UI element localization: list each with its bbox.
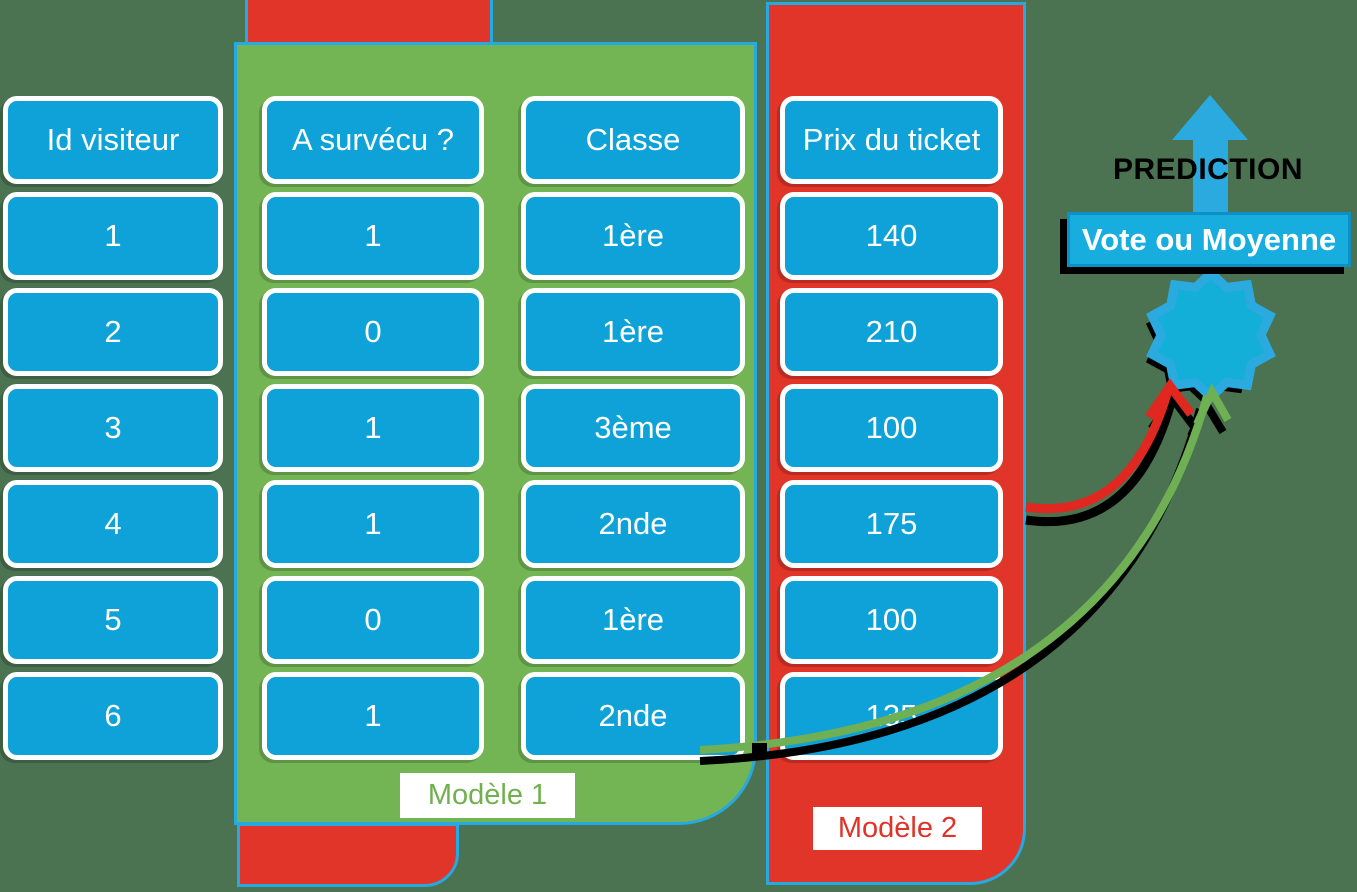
table-cell: 175 (780, 480, 1003, 568)
prediction-title: PREDICTION (1112, 153, 1303, 186)
prediction-badge-icon (1146, 271, 1276, 405)
column-header: Id visiteur (3, 96, 223, 184)
table-cell: 1 (3, 192, 223, 280)
table-cell: 4 (3, 480, 223, 568)
table-cell: 2 (3, 288, 223, 376)
red-arrow-shadow (1025, 397, 1177, 527)
table-cell: 135 (780, 672, 1003, 760)
table-cell: 1ère (521, 192, 745, 280)
table-cell: 1 (262, 672, 484, 760)
column-header: A survécu ? (262, 96, 484, 184)
table-cell: 2nde (521, 672, 745, 760)
table-cell: 1ère (521, 576, 745, 664)
column-classe: Classe 1ère 1ère 3ème 2nde 1ère 2nde (521, 0, 745, 892)
column-header: Prix du ticket (780, 96, 1003, 184)
table-cell: 100 (780, 384, 1003, 472)
table-cell: 2nde (521, 480, 745, 568)
table-cell: 6 (3, 672, 223, 760)
column-prix-du-ticket: Prix du ticket 140 210 100 175 100 135 (780, 0, 1003, 892)
model1-label: Modèle 1 (400, 773, 575, 818)
table-cell: 1 (262, 192, 484, 280)
table-cell: 5 (3, 576, 223, 664)
table-cell: 3ème (521, 384, 745, 472)
column-a-survecu: A survécu ? 1 0 1 1 0 1 (262, 0, 484, 892)
table-cell: 0 (262, 576, 484, 664)
vote-ou-moyenne-box: Vote ou Moyenne (1067, 212, 1351, 267)
table-cell: 140 (780, 192, 1003, 280)
table-cell: 1ère (521, 288, 745, 376)
table-cell: 3 (3, 384, 223, 472)
table-cell: 0 (262, 288, 484, 376)
column-header: Classe (521, 96, 745, 184)
table-cell: 100 (780, 576, 1003, 664)
prediction-up-arrow-icon (1172, 95, 1248, 212)
column-id-visiteur: Id visiteur 1 2 3 4 5 6 (3, 0, 223, 892)
table-cell: 210 (780, 288, 1003, 376)
table-cell: 1 (262, 384, 484, 472)
model2-bottom-tab (237, 823, 459, 887)
model2-label: Modèle 2 (813, 807, 982, 850)
table-cell: 1 (262, 480, 484, 568)
